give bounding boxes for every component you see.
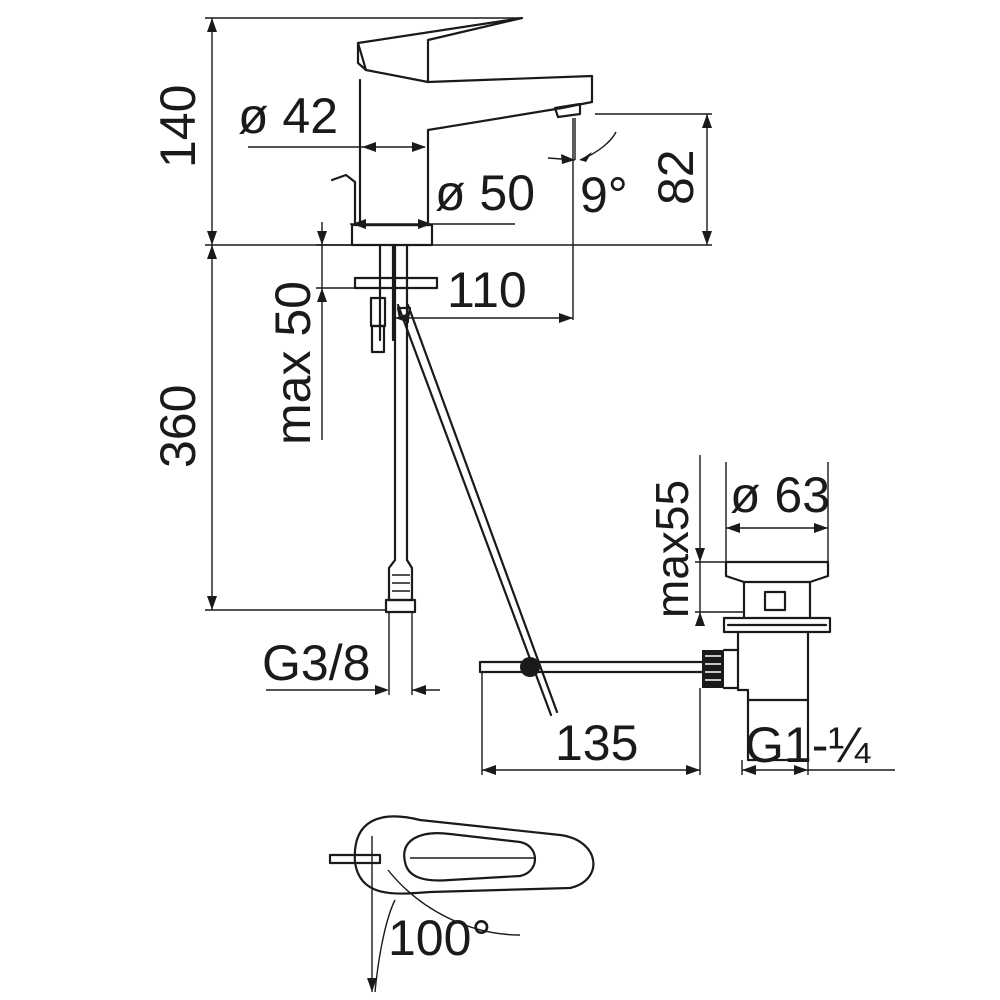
flexible-hose xyxy=(393,243,409,562)
label-hose-length: 360 xyxy=(150,385,206,468)
faucet-body xyxy=(358,78,430,227)
dimension-lines xyxy=(205,17,895,775)
popup-rod xyxy=(396,303,553,717)
label-rod-length: 135 xyxy=(555,715,638,771)
faucet-spout xyxy=(426,74,594,132)
label-spout-reach: 110 xyxy=(447,262,527,318)
lever-top-view xyxy=(328,815,595,993)
aerator xyxy=(553,102,582,119)
faucet-side-view xyxy=(330,16,594,717)
label-total-height: 140 xyxy=(150,85,206,168)
label-body-diameter: ø 42 xyxy=(238,88,338,144)
dimension-labels: 140 ø 42 ø 50 9° 82 110 max 50 360 G3/8 … xyxy=(150,85,871,966)
label-waste-thread: G1-¼ xyxy=(745,717,871,773)
rod-nut xyxy=(702,650,724,688)
label-waste-diameter: ø 63 xyxy=(730,467,830,523)
lever-top-outline xyxy=(353,815,595,895)
label-spout-height: 82 xyxy=(648,149,704,205)
waste-valve xyxy=(478,560,832,762)
waste-cap xyxy=(724,560,830,584)
lever-handle xyxy=(356,16,524,84)
label-max-thickness: max 50 xyxy=(265,281,321,445)
label-base-diameter: ø 50 xyxy=(435,165,535,221)
label-lever-rotation: 100° xyxy=(388,910,491,966)
popup-knob xyxy=(330,173,357,227)
label-spout-angle: 9° xyxy=(580,167,628,223)
waste-rod xyxy=(478,660,704,674)
label-hose-connection: G3/8 xyxy=(262,635,370,691)
label-waste-max-thickness: max55 xyxy=(646,480,698,618)
rotation-arc xyxy=(374,899,396,993)
